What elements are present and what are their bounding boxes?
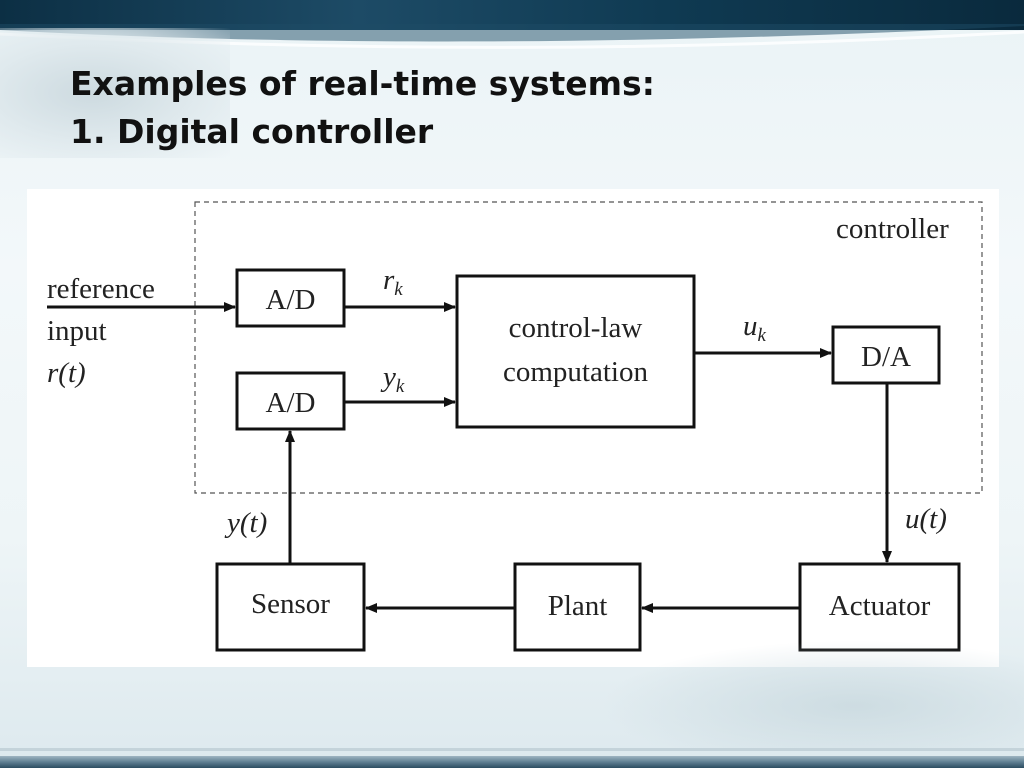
digital-controller-diagram: controller reference input r(t) A/D A/D …	[27, 189, 999, 667]
yk-label: yk	[380, 361, 405, 397]
footer-band	[0, 756, 1024, 768]
ad-converter-top	[235, 268, 346, 328]
background-decoration	[600, 640, 1024, 750]
ad-bottom-label: A/D	[266, 387, 316, 419]
control-law-box	[455, 274, 696, 429]
reference-signal-label: r(t)	[47, 357, 86, 389]
controller-boundary	[194, 201, 983, 494]
ad-top-label: A/D	[266, 284, 316, 316]
ad-converter-bottom	[235, 371, 346, 431]
yt-label: y(t)	[224, 507, 267, 539]
sensor-box	[215, 562, 366, 652]
slide-title: Examples of real-time systems: 1. Digita…	[70, 60, 970, 156]
control-law-line-2: computation	[503, 356, 648, 388]
background-photo	[0, 28, 230, 158]
controller-label: controller	[836, 213, 949, 245]
control-law-line-1: control-law	[509, 312, 643, 344]
plant-label: Plant	[548, 590, 608, 622]
sensor-label: Sensor	[251, 588, 330, 620]
ut-label: u(t)	[905, 503, 947, 535]
da-label: D/A	[861, 341, 911, 373]
title-line-1: Examples of real-time systems:	[70, 64, 655, 103]
input-label: input	[47, 315, 107, 347]
footer-line	[0, 748, 1024, 751]
uk-label: uk	[743, 310, 767, 346]
rk-label: rk	[383, 264, 403, 300]
reference-label: reference	[47, 273, 155, 305]
actuator-label: Actuator	[829, 590, 931, 622]
plant-box	[513, 562, 642, 652]
title-line-2: 1. Digital controller	[70, 112, 434, 151]
